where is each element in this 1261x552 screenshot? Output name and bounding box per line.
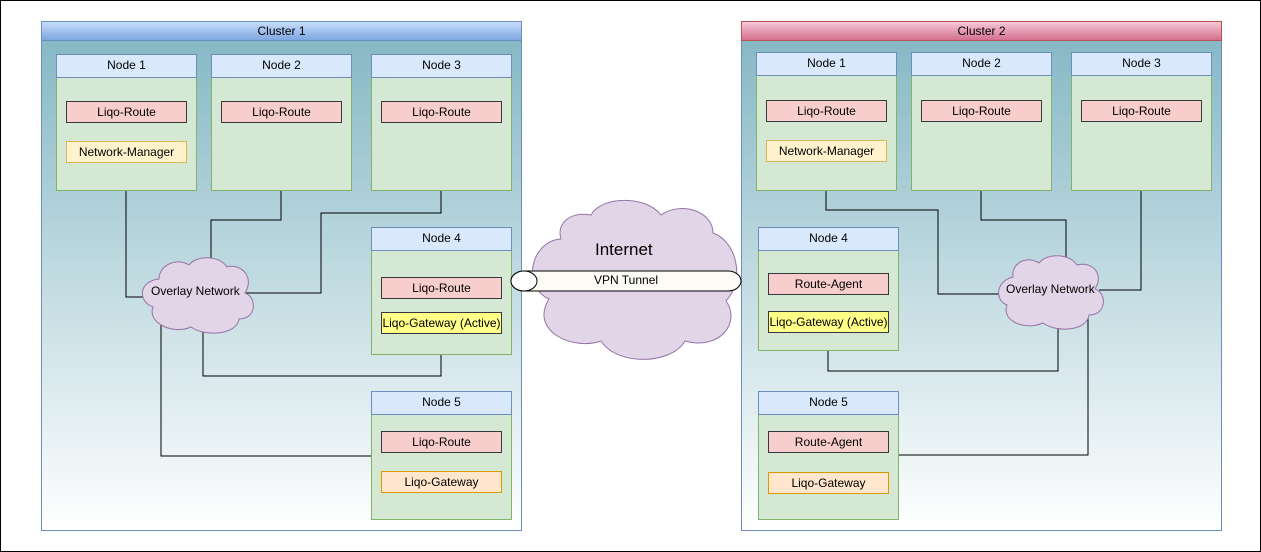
- c1-node-2-title: Node 2: [211, 54, 352, 78]
- internet-label: Internet: [595, 240, 653, 259]
- cluster-2-title: Cluster 2: [741, 21, 1222, 41]
- c2-node-4: Node 4 Route-Agent Liqo-Gateway (Active): [758, 227, 899, 351]
- c2-node-5: Node 5 Route-Agent Liqo-Gateway: [758, 391, 899, 520]
- c2-node-5-liqo-gateway: Liqo-Gateway: [768, 472, 889, 494]
- c2-node-4-liqo-gateway-active: Liqo-Gateway (Active): [768, 311, 889, 333]
- c2-node-1-network-manager: Network-Manager: [766, 140, 887, 162]
- c1-node-4-liqo-gateway-active: Liqo-Gateway (Active): [381, 312, 502, 334]
- c2-node-2-liqo-route: Liqo-Route: [921, 100, 1042, 122]
- cluster-1-title: Cluster 1: [41, 21, 522, 41]
- c2-node-4-title: Node 4: [758, 227, 899, 251]
- c2-node-3-title: Node 3: [1071, 52, 1212, 76]
- c2-node-5-route-agent: Route-Agent: [768, 431, 889, 453]
- c1-node-4: Node 4 Liqo-Route Liqo-Gateway (Active): [371, 227, 512, 355]
- c2-node-4-route-agent: Route-Agent: [768, 273, 889, 295]
- c1-node-3-title: Node 3: [371, 54, 512, 78]
- c2-node-2-title: Node 2: [911, 52, 1052, 76]
- c2-node-1-title: Node 1: [756, 52, 897, 76]
- c2-overlay-network-label: Overlay Network: [1006, 282, 1095, 296]
- vpn-tunnel-label: VPN Tunnel: [594, 273, 659, 287]
- c1-node-1-liqo-route: Liqo-Route: [66, 101, 187, 123]
- c1-node-1-network-manager: Network-Manager: [66, 141, 187, 163]
- c2-node-3: Node 3 Liqo-Route: [1071, 52, 1212, 191]
- c1-node-3: Node 3 Liqo-Route: [371, 54, 512, 191]
- c2-node-2: Node 2 Liqo-Route: [911, 52, 1052, 191]
- c2-node-3-liqo-route: Liqo-Route: [1081, 100, 1202, 122]
- c1-node-2: Node 2 Liqo-Route: [211, 54, 352, 191]
- c1-node-1: Node 1 Liqo-Route Network-Manager: [56, 54, 197, 191]
- c1-node-2-liqo-route: Liqo-Route: [221, 101, 342, 123]
- c1-node-3-liqo-route: Liqo-Route: [381, 101, 502, 123]
- c2-node-5-title: Node 5: [758, 391, 899, 415]
- c2-node-1: Node 1 Liqo-Route Network-Manager: [756, 52, 897, 191]
- c1-overlay-network-label: Overlay Network: [151, 284, 240, 298]
- c1-node-4-title: Node 4: [371, 227, 512, 251]
- c2-node-1-liqo-route: Liqo-Route: [766, 100, 887, 122]
- c1-node-5: Node 5 Liqo-Route Liqo-Gateway: [371, 391, 512, 520]
- c1-node-1-title: Node 1: [56, 54, 197, 78]
- c1-node-5-liqo-gateway: Liqo-Gateway: [381, 471, 502, 493]
- c1-node-5-liqo-route: Liqo-Route: [381, 431, 502, 453]
- c1-node-4-liqo-route: Liqo-Route: [381, 277, 502, 299]
- c1-node-5-title: Node 5: [371, 391, 512, 415]
